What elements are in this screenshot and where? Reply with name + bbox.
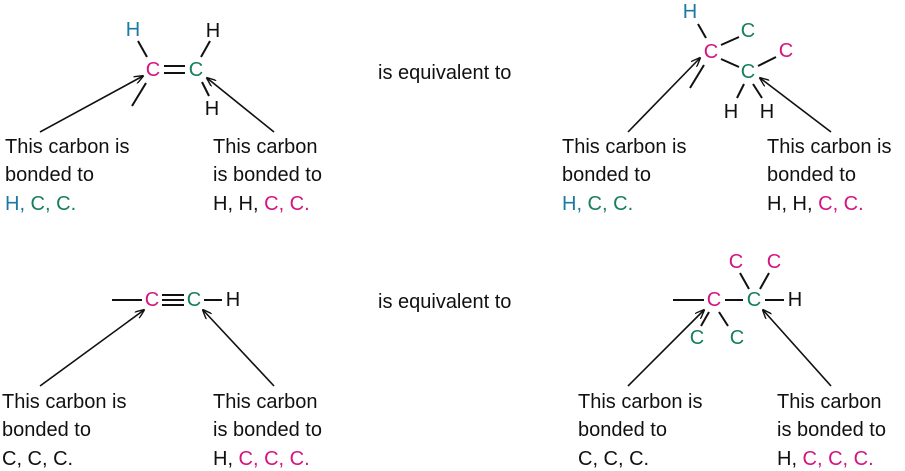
arrow [627, 310, 704, 387]
svg-text:This carbon is: This carbon is [2, 391, 127, 413]
svg-text:C, C, C.: C, C, C. [2, 448, 73, 470]
equivalence-text: is equivalent to [378, 62, 511, 84]
svg-text:H, C, C.: H, C, C. [5, 193, 76, 215]
atom-h: H [683, 1, 697, 23]
atom-c: C [707, 289, 721, 311]
label-equivalent-alkyne-carbon-2: This carbon is bonded to H, C, C, C. [777, 391, 886, 470]
svg-text:This carbon: This carbon [213, 391, 318, 413]
bond [137, 40, 148, 58]
bond [752, 83, 763, 99]
label-alkene-carbon-1: This carbon is bonded to H, C, C. [5, 136, 130, 215]
svg-text:bonded to: bonded to [578, 419, 667, 441]
svg-text:bonded to: bonded to [5, 164, 94, 186]
svg-text:H, C, C.: H, C, C. [562, 193, 633, 215]
arrow [763, 310, 832, 387]
svg-text:bonded to: bonded to [2, 419, 91, 441]
atom-h: H [126, 19, 140, 41]
arrow [203, 310, 275, 387]
bond [720, 36, 740, 46]
svg-text:H, C, C, C.: H, C, C, C. [213, 448, 310, 470]
bond [757, 56, 777, 67]
arrow [39, 310, 144, 387]
label-alkyne-carbon-2: This carbon is bonded to H, C, C, C. [213, 391, 322, 470]
bond [200, 40, 211, 58]
atom-c: C [779, 40, 793, 62]
label-equivalent-alkyne-carbon-1: This carbon is bonded to C, C, C. [578, 391, 703, 470]
atom-c: C [729, 251, 743, 273]
svg-text:H, C, C, C.: H, C, C, C. [777, 448, 874, 470]
atom-c: C [747, 289, 761, 311]
bond [720, 58, 740, 68]
atom-c: C [690, 327, 704, 349]
atom-h: H [226, 289, 240, 311]
bond [689, 64, 705, 89]
atom-c: C [767, 251, 781, 273]
arrow [39, 76, 143, 133]
bond [736, 83, 745, 99]
bond [718, 311, 729, 327]
svg-text:H, H, C, C.: H, H, C, C. [767, 193, 864, 215]
svg-text:This carbon: This carbon [777, 391, 882, 413]
atom-c: C [189, 59, 203, 81]
svg-text:This carbon is: This carbon is [5, 136, 130, 158]
svg-text:This carbon is: This carbon is [578, 391, 703, 413]
bond [739, 272, 750, 290]
svg-text:This carbon is: This carbon is [767, 136, 892, 158]
svg-text:bonded to: bonded to [562, 164, 651, 186]
label-equivalent-carbon-2: This carbon is bonded to H, H, C, C. [767, 136, 892, 215]
arrow [207, 78, 275, 133]
atom-c: C [145, 289, 159, 311]
atom-h: H [206, 20, 220, 42]
label-alkyne-carbon-1: This carbon is bonded to C, C, C. [2, 391, 127, 470]
atom-c: C [704, 41, 718, 63]
svg-text:is bonded to: is bonded to [213, 419, 322, 441]
bond [697, 23, 707, 39]
arrow [627, 58, 700, 133]
atom-h: H [724, 101, 738, 123]
alkene-equivalent-structure: H C C C C H H [627, 1, 832, 133]
atom-h: H [788, 289, 802, 311]
svg-text:is bonded to: is bonded to [213, 164, 322, 186]
atom-c: C [187, 289, 201, 311]
label-alkene-carbon-2: This carbon is bonded to H, H, C, C. [213, 136, 322, 215]
atom-c: C [741, 20, 755, 42]
bond [131, 82, 147, 107]
alkyne-structure: C C H [39, 289, 275, 387]
svg-text:C, C, C.: C, C, C. [578, 448, 649, 470]
svg-text:H, H, C, C.: H, H, C, C. [213, 193, 310, 215]
arrow [760, 78, 832, 133]
svg-text:is bonded to: is bonded to [777, 419, 886, 441]
svg-text:This carbon is: This carbon is [562, 136, 687, 158]
bond [201, 81, 210, 97]
bond [700, 311, 710, 327]
atom-h: H [205, 98, 219, 120]
alkene-structure: H H C C H [39, 19, 275, 133]
atom-c: C [146, 59, 160, 81]
alkyne-equivalent-structure: C C C C H C C [627, 251, 832, 387]
label-equivalent-carbon-1: This carbon is bonded to H, C, C. [562, 136, 687, 215]
equivalence-text: is equivalent to [378, 291, 511, 313]
svg-text:This carbon: This carbon [213, 136, 318, 158]
bond [759, 272, 770, 290]
atom-h: H [760, 101, 774, 123]
svg-text:bonded to: bonded to [767, 164, 856, 186]
atom-c: C [730, 327, 744, 349]
atom-c: C [741, 61, 755, 83]
